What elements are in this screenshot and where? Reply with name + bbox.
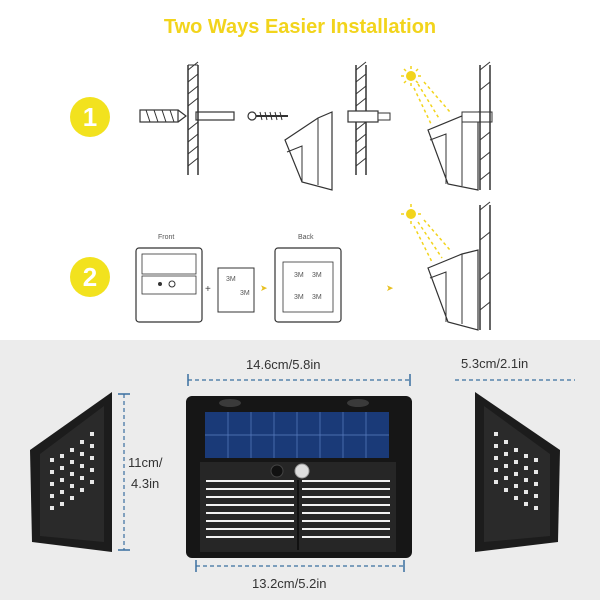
plus-symbol: + bbox=[205, 284, 211, 295]
tape-label-5: 3M bbox=[294, 294, 304, 301]
page-title: Two Ways Easier Installation bbox=[163, 16, 437, 38]
mounted-light-icon bbox=[427, 61, 493, 191]
product-illustration bbox=[30, 374, 575, 572]
arrow-symbol-2: ➤ bbox=[386, 283, 394, 293]
tape-sheet-icon bbox=[217, 267, 255, 313]
back-label: Back bbox=[298, 234, 314, 241]
dimension-width-top: 14.6cm/5.8in bbox=[246, 357, 321, 372]
front-view-icon bbox=[135, 247, 203, 323]
back-view-icon bbox=[274, 247, 342, 323]
installation-row-1 bbox=[135, 61, 493, 331]
front-label: Front bbox=[158, 234, 175, 241]
arrow-symbol-1: ➤ bbox=[260, 283, 268, 293]
wall-illustration-2 bbox=[347, 61, 391, 175]
wall-anchor-icon bbox=[139, 109, 187, 123]
wall-illustration-1 bbox=[187, 61, 235, 175]
dimension-height-line-1: 11cm/ bbox=[128, 455, 163, 470]
side-view-right bbox=[475, 392, 560, 552]
screw-icon bbox=[247, 111, 288, 121]
dimension-lines bbox=[123, 379, 575, 567]
side-view-left bbox=[30, 392, 112, 552]
step-badge-2: 2 bbox=[70, 257, 110, 297]
dimension-ticks bbox=[118, 374, 411, 572]
solar-light-front bbox=[186, 396, 412, 558]
motion-sensor bbox=[294, 463, 310, 479]
mounted-light-icon-2 bbox=[427, 201, 491, 331]
dimension-width-bottom: 13.2cm/5.2in bbox=[252, 576, 327, 591]
tape-label-4: 3M bbox=[312, 272, 322, 279]
tape-label-6: 3M bbox=[312, 294, 322, 301]
sun-icon bbox=[401, 66, 451, 127]
tape-label-1: 3M bbox=[226, 276, 236, 283]
solar-light-icon bbox=[284, 111, 333, 191]
tape-label-3: 3M bbox=[294, 272, 304, 279]
dimension-height-line-2: 4.3in bbox=[131, 476, 160, 491]
dimension-depth: 5.3cm/2.1in bbox=[461, 356, 529, 371]
sun-icon-2 bbox=[401, 204, 451, 263]
tape-label-2: 3M bbox=[240, 290, 250, 297]
step-badge-1: 1 bbox=[70, 97, 110, 137]
